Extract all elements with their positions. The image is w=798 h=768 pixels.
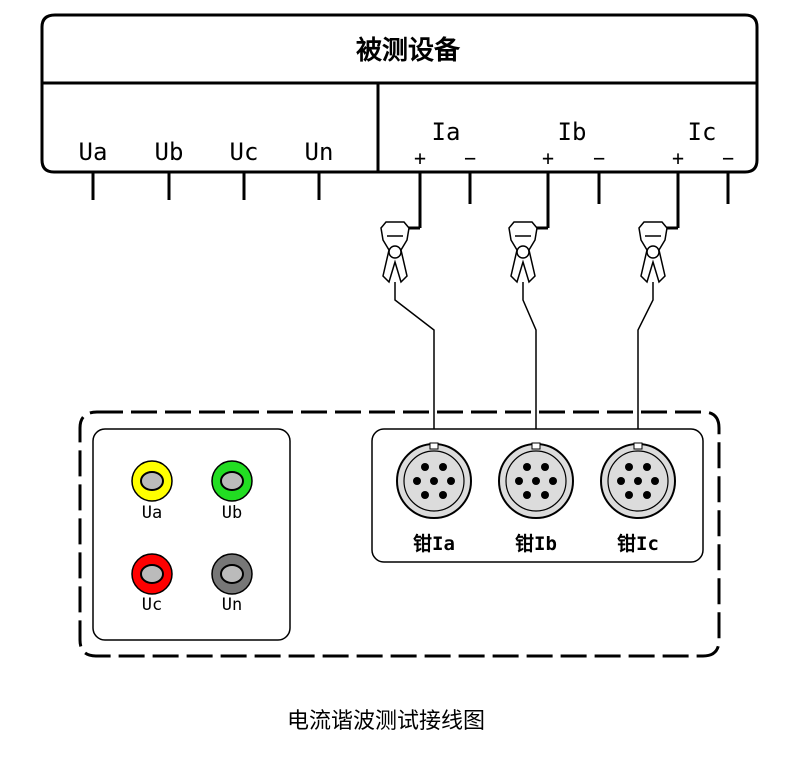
device-terminal-ic-plus: + bbox=[672, 146, 684, 170]
diagram-caption: 电流谐波测试接线图 bbox=[287, 709, 485, 734]
socket-ib-pin bbox=[523, 491, 531, 499]
socket-ic-pin bbox=[625, 491, 633, 499]
jack-un-hole bbox=[220, 564, 244, 584]
jack-ub[interactable]: Ub bbox=[211, 460, 253, 523]
jack-uc-label: Uc bbox=[142, 595, 162, 615]
jack-uc-hole bbox=[140, 564, 164, 584]
clamp-ic-cable bbox=[637, 282, 654, 444]
device-current-terminals: Ia Ib Ic + − + − + − bbox=[414, 118, 734, 228]
socket-ic-pin bbox=[625, 463, 633, 471]
socket-ia[interactable] bbox=[396, 442, 472, 519]
clamp-ib-cable bbox=[522, 282, 537, 444]
device-terminal-ib-plus: + bbox=[542, 146, 554, 170]
socket-ib-pin bbox=[523, 463, 531, 471]
socket-ic-pin bbox=[643, 463, 651, 471]
clamp-sockets bbox=[396, 442, 676, 519]
socket-ib-pin bbox=[515, 477, 523, 485]
device-terminal-ia-minus: − bbox=[464, 146, 476, 170]
jack-ua-hole bbox=[140, 471, 164, 491]
device-terminal-un-label: Un bbox=[305, 138, 334, 166]
socket-ic-pin bbox=[643, 491, 651, 499]
jack-ua-label: Ua bbox=[142, 503, 162, 523]
device-box: 被测设备 bbox=[40, 13, 759, 174]
jack-un-label: Un bbox=[222, 595, 242, 615]
device-terminal-uc-label: Uc bbox=[230, 138, 259, 166]
socket-ia-pin bbox=[413, 477, 421, 485]
jack-ua[interactable]: Ua bbox=[131, 460, 173, 523]
device-title: 被测设备 bbox=[356, 36, 461, 66]
current-clamps bbox=[380, 221, 678, 444]
socket-ia-label: 钳Ia bbox=[413, 532, 455, 555]
clamp-ia-pivot bbox=[388, 245, 402, 259]
socket-ib-pin bbox=[541, 463, 549, 471]
device-voltage-terminals: Ua Ub Uc Un bbox=[79, 138, 334, 200]
clamp-socket-labels: 钳Ia 钳Ib 钳Ic bbox=[413, 532, 659, 555]
device-terminal-ub-label: Ub bbox=[155, 138, 184, 166]
socket-ia-pin bbox=[430, 477, 438, 485]
socket-ia-key bbox=[429, 442, 439, 450]
device-terminal-ia-plus: + bbox=[414, 146, 426, 170]
device-terminal-ib-minus: − bbox=[593, 146, 605, 170]
socket-ia-pin bbox=[447, 477, 455, 485]
voltage-jacks: Ua Ub Uc Un bbox=[131, 460, 253, 615]
device-terminal-ic-label: Ic bbox=[688, 118, 717, 146]
socket-ib-pin bbox=[532, 477, 540, 485]
voltage-jack-panel bbox=[92, 428, 291, 641]
socket-ic-pin bbox=[617, 477, 625, 485]
jack-ub-label: Ub bbox=[222, 503, 242, 523]
socket-ib-pin bbox=[549, 477, 557, 485]
socket-ib[interactable] bbox=[498, 442, 574, 519]
socket-ib-pin bbox=[541, 491, 549, 499]
socket-ia-pin bbox=[439, 463, 447, 471]
socket-ic-key bbox=[633, 442, 643, 450]
clamp-ib-pivot bbox=[516, 245, 530, 259]
socket-ic[interactable] bbox=[600, 442, 676, 519]
socket-ic-pin bbox=[634, 477, 642, 485]
device-terminal-ic-minus: − bbox=[722, 146, 734, 170]
socket-ic-label: 钳Ic bbox=[617, 532, 659, 555]
device-terminal-ib-label: Ib bbox=[558, 118, 587, 146]
jack-ub-hole bbox=[220, 471, 244, 491]
socket-ia-pin bbox=[421, 463, 429, 471]
device-terminal-ua-label: Ua bbox=[79, 138, 108, 166]
clamp-ic-pivot bbox=[646, 245, 660, 259]
socket-ia-pin bbox=[421, 491, 429, 499]
device-terminal-ia-label: Ia bbox=[432, 118, 461, 146]
clamp-ia-cable bbox=[394, 282, 435, 444]
socket-ib-key bbox=[531, 442, 541, 450]
clamp-ib[interactable] bbox=[508, 221, 548, 444]
socket-ia-pin bbox=[439, 491, 447, 499]
jack-un[interactable]: Un bbox=[211, 553, 253, 615]
jack-uc[interactable]: Uc bbox=[131, 553, 173, 615]
socket-ic-pin bbox=[651, 477, 659, 485]
clamp-ia[interactable] bbox=[380, 221, 435, 444]
clamp-ic[interactable] bbox=[637, 221, 678, 444]
socket-ib-label: 钳Ib bbox=[515, 532, 557, 555]
